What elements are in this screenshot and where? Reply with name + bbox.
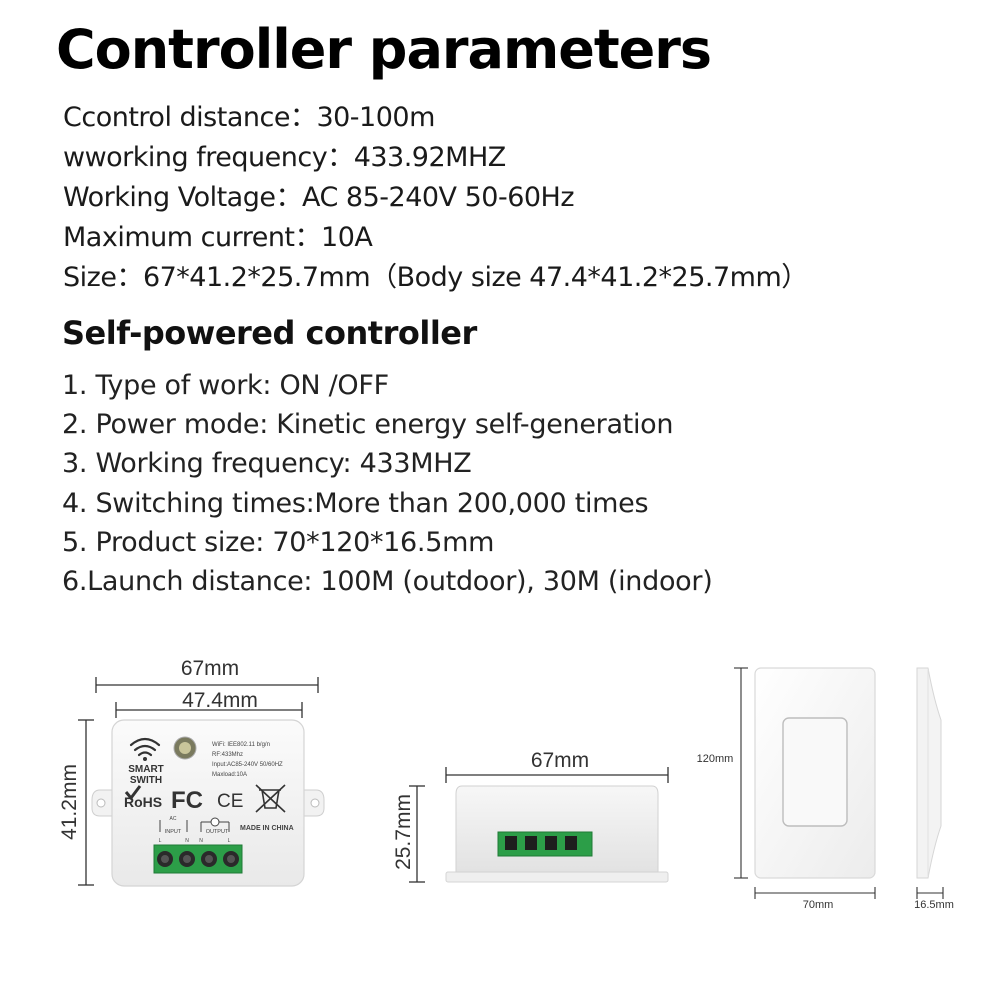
switch-front-view: 120mm 70mm bbox=[697, 667, 876, 911]
terminal-block-side bbox=[497, 831, 593, 857]
dim-label-67mm: 67mm bbox=[181, 657, 239, 680]
ce-mark: CE bbox=[217, 791, 243, 812]
spec-line: RF:433Mhz bbox=[212, 752, 243, 758]
feature-item: 4. Switching times:More than 200,000 tim… bbox=[62, 487, 649, 519]
param-value: 10A bbox=[321, 222, 373, 253]
param-label: Size： bbox=[63, 262, 143, 293]
parameters-list: Ccontrol distance：30-100m wworking frequ… bbox=[63, 98, 808, 298]
terminal-block bbox=[153, 844, 243, 874]
dimension-drawings: 67mm 47.4mm 41.2mm SMART SWITH bbox=[58, 657, 954, 911]
ac-label: AC bbox=[170, 816, 177, 822]
brand-label-line1: SMART bbox=[128, 764, 164, 775]
output-label: OUTPUT bbox=[206, 829, 229, 835]
dim-label-120mm: 120mm bbox=[697, 753, 734, 765]
param-label: Working Voltage： bbox=[63, 182, 302, 213]
terminal-label: N bbox=[185, 838, 189, 844]
made-in-label: MADE IN CHINA bbox=[240, 825, 294, 832]
feature-item: 2. Power mode: Kinetic energy self-gener… bbox=[62, 409, 674, 441]
dim-label-41mm: 41.2mm bbox=[58, 764, 81, 840]
rohs-mark: RoHS bbox=[124, 794, 162, 810]
page-title: Controller parameters bbox=[56, 18, 712, 81]
dim-label-47mm: 47.4mm bbox=[182, 689, 258, 712]
brand-label-line2: SWITH bbox=[130, 775, 162, 786]
section-title: Self-powered controller bbox=[62, 314, 477, 352]
dimension-25mm bbox=[409, 785, 425, 883]
feature-item: 6.Launch distance: 100M (outdoor), 30M (… bbox=[62, 565, 713, 597]
spec-line: WiFi: IEE802.11 b/g/n bbox=[212, 742, 270, 748]
param-row-size: Size：67*41.2*25.7mm（Body size 47.4*41.2*… bbox=[63, 258, 808, 298]
dim-label-16mm: 16.5mm bbox=[914, 899, 954, 911]
param-value: 30-100m bbox=[316, 102, 435, 133]
features-list: 1. Type of work: ON /OFF 2. Power mode: … bbox=[62, 366, 713, 601]
spec-line: Input:AC85-240V 50/60HZ bbox=[212, 762, 283, 768]
pairing-button-icon bbox=[173, 736, 197, 760]
weee-bin-icon bbox=[255, 784, 286, 813]
param-row-control-distance: Ccontrol distance：30-100m bbox=[63, 98, 808, 138]
param-row-working-voltage: Working Voltage：AC 85-240V 50-60Hz bbox=[63, 178, 808, 218]
input-label: INPUT bbox=[165, 829, 182, 835]
dim-label-25mm: 25.7mm bbox=[392, 794, 415, 870]
receiver-front-view: 67mm 47.4mm 41.2mm SMART SWITH bbox=[58, 657, 325, 887]
wiring-diagram-icon bbox=[159, 817, 230, 832]
terminal-label: L bbox=[228, 838, 231, 844]
checkmark-icon bbox=[124, 785, 142, 801]
param-row-maximum-current: Maximum current：10A bbox=[63, 218, 808, 258]
spec-line: Maxload:10A bbox=[212, 772, 247, 778]
feature-item: 5. Product size: 70*120*16.5mm bbox=[62, 526, 495, 558]
rocker-button bbox=[782, 717, 848, 827]
terminal-label: N bbox=[199, 838, 203, 844]
switch-side-view: 16.5mm bbox=[914, 667, 954, 911]
dim-label-70mm: 70mm bbox=[803, 899, 834, 911]
fc-mark: FC bbox=[171, 787, 203, 814]
param-row-working-frequency: wworking frequency：433.92MHZ bbox=[63, 138, 808, 178]
dimension-47mm bbox=[115, 702, 303, 718]
dimension-16mm bbox=[916, 887, 944, 899]
dimension-67mm-side bbox=[445, 767, 669, 783]
param-value: 67*41.2*25.7mm（Body size 47.4*41.2*25.7m… bbox=[142, 262, 808, 293]
wifi-icon bbox=[129, 737, 161, 757]
param-value: AC 85-240V 50-60Hz bbox=[301, 182, 575, 213]
dim-label-67mm-side: 67mm bbox=[531, 749, 589, 772]
dimension-67mm-front bbox=[95, 677, 319, 693]
dimension-70mm bbox=[754, 887, 876, 899]
param-label: Ccontrol distance： bbox=[63, 102, 317, 133]
terminal-label: L bbox=[159, 838, 162, 844]
param-value: 433.92MHZ bbox=[353, 142, 507, 173]
feature-item: 1. Type of work: ON /OFF bbox=[62, 370, 389, 401]
feature-item: 3. Working frequency: 433MHZ bbox=[62, 448, 472, 480]
dimension-120mm bbox=[734, 667, 748, 879]
param-label: Maximum current： bbox=[63, 222, 322, 253]
dimension-41mm bbox=[78, 719, 94, 886]
receiver-side-view: 67mm 25.7mm bbox=[392, 749, 669, 883]
param-label: wworking frequency： bbox=[63, 142, 354, 173]
